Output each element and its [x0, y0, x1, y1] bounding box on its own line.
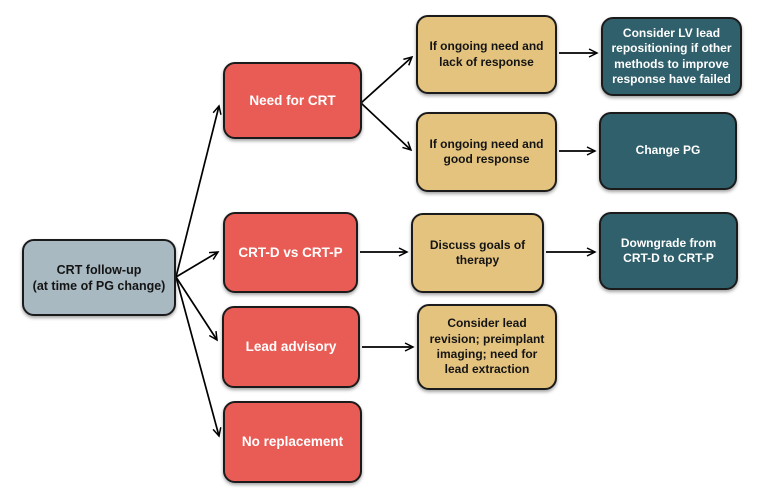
node-crt-d-vs-crt-p-label: CRT-D vs CRT-P	[238, 244, 343, 260]
arrow-need-for-crt-to-good-response	[360, 102, 413, 152]
node-discuss-goals-label: Discuss goals of therapy	[429, 237, 526, 267]
node-lead-advisory-label: Lead advisory	[245, 339, 337, 355]
node-lv-repositioning-label: Consider LV lead repositioning if other …	[611, 25, 732, 86]
node-change-pg-label: Change PG	[635, 143, 701, 158]
node-downgrade-from-crt-d-to-crt-p: Downgrade from CRT-D to CRT-P	[599, 212, 738, 290]
node-crt-follow-up: CRT follow-up (at time of PG change)	[22, 239, 176, 316]
node-consider-lv-lead-repositioning: Consider LV lead repositioning if other …	[601, 17, 742, 96]
node-lead-advisory: Lead advisory	[222, 306, 360, 388]
node-need-for-crt-label: Need for CRT	[249, 92, 336, 108]
arrow-root-to-lead-advisory	[175, 276, 218, 342]
arrow-root-to-crt-d-vs-crt-p	[175, 251, 220, 278]
node-no-replacement: No replacement	[223, 401, 362, 483]
arrow-root-to-no-replacement	[175, 276, 222, 438]
node-discuss-goals-of-therapy: Discuss goals of therapy	[411, 213, 544, 293]
node-change-pg: Change PG	[599, 112, 737, 190]
node-consider-lead-revision: Consider lead revision; preimplant imagi…	[417, 304, 557, 390]
node-no-replacement-label: No replacement	[241, 434, 344, 450]
node-lead-revision-label: Consider lead revision; preimplant imagi…	[429, 316, 545, 377]
node-downgrade-label: Downgrade from CRT-D to CRT-P	[620, 235, 717, 265]
node-crt-d-vs-crt-p: CRT-D vs CRT-P	[223, 212, 358, 293]
node-crt-follow-up-label: CRT follow-up (at time of PG change)	[32, 262, 166, 293]
node-lack-of-response-label: If ongoing need and lack of response	[429, 39, 544, 69]
arrow-root-to-need-for-crt	[175, 104, 222, 278]
arrow-need-for-crt-to-lack-of-response	[360, 55, 414, 104]
node-if-ongoing-need-and-lack-of-response: If ongoing need and lack of response	[416, 15, 557, 94]
node-good-response-label: If ongoing need and good response	[429, 136, 544, 166]
node-need-for-crt: Need for CRT	[223, 62, 362, 139]
node-if-ongoing-need-and-good-response: If ongoing need and good response	[416, 112, 557, 192]
